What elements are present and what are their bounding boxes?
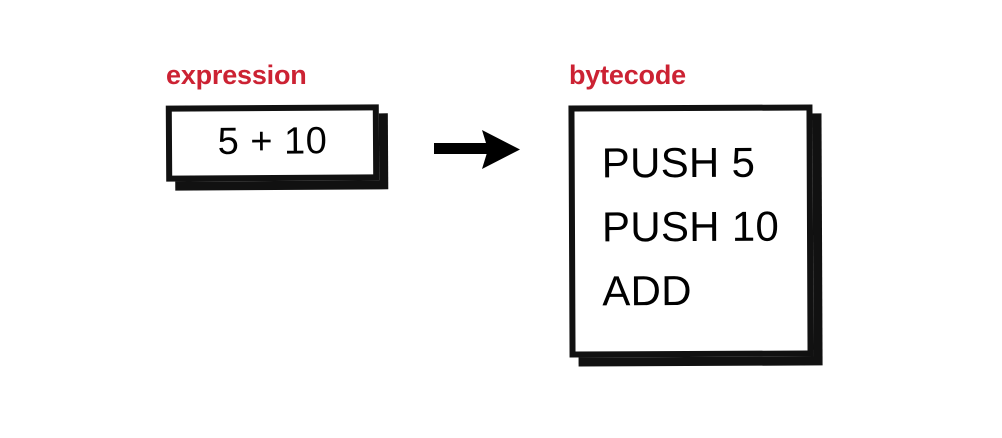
bytecode-box: PUSH 5 PUSH 10 ADD bbox=[568, 104, 814, 358]
bytecode-label: bytecode bbox=[569, 60, 686, 90]
expression-label: expression bbox=[166, 60, 307, 90]
bytecode-instruction: ADD bbox=[602, 266, 692, 315]
arrow-right-icon bbox=[430, 126, 526, 174]
expression-value: 5 + 10 bbox=[217, 120, 328, 163]
bytecode-instruction: PUSH 10 bbox=[601, 202, 780, 251]
expression-box: 5 + 10 bbox=[165, 104, 380, 182]
bytecode-listing: PUSH 5 PUSH 10 ADD bbox=[602, 131, 802, 324]
bytecode-instruction: PUSH 5 bbox=[601, 138, 756, 187]
